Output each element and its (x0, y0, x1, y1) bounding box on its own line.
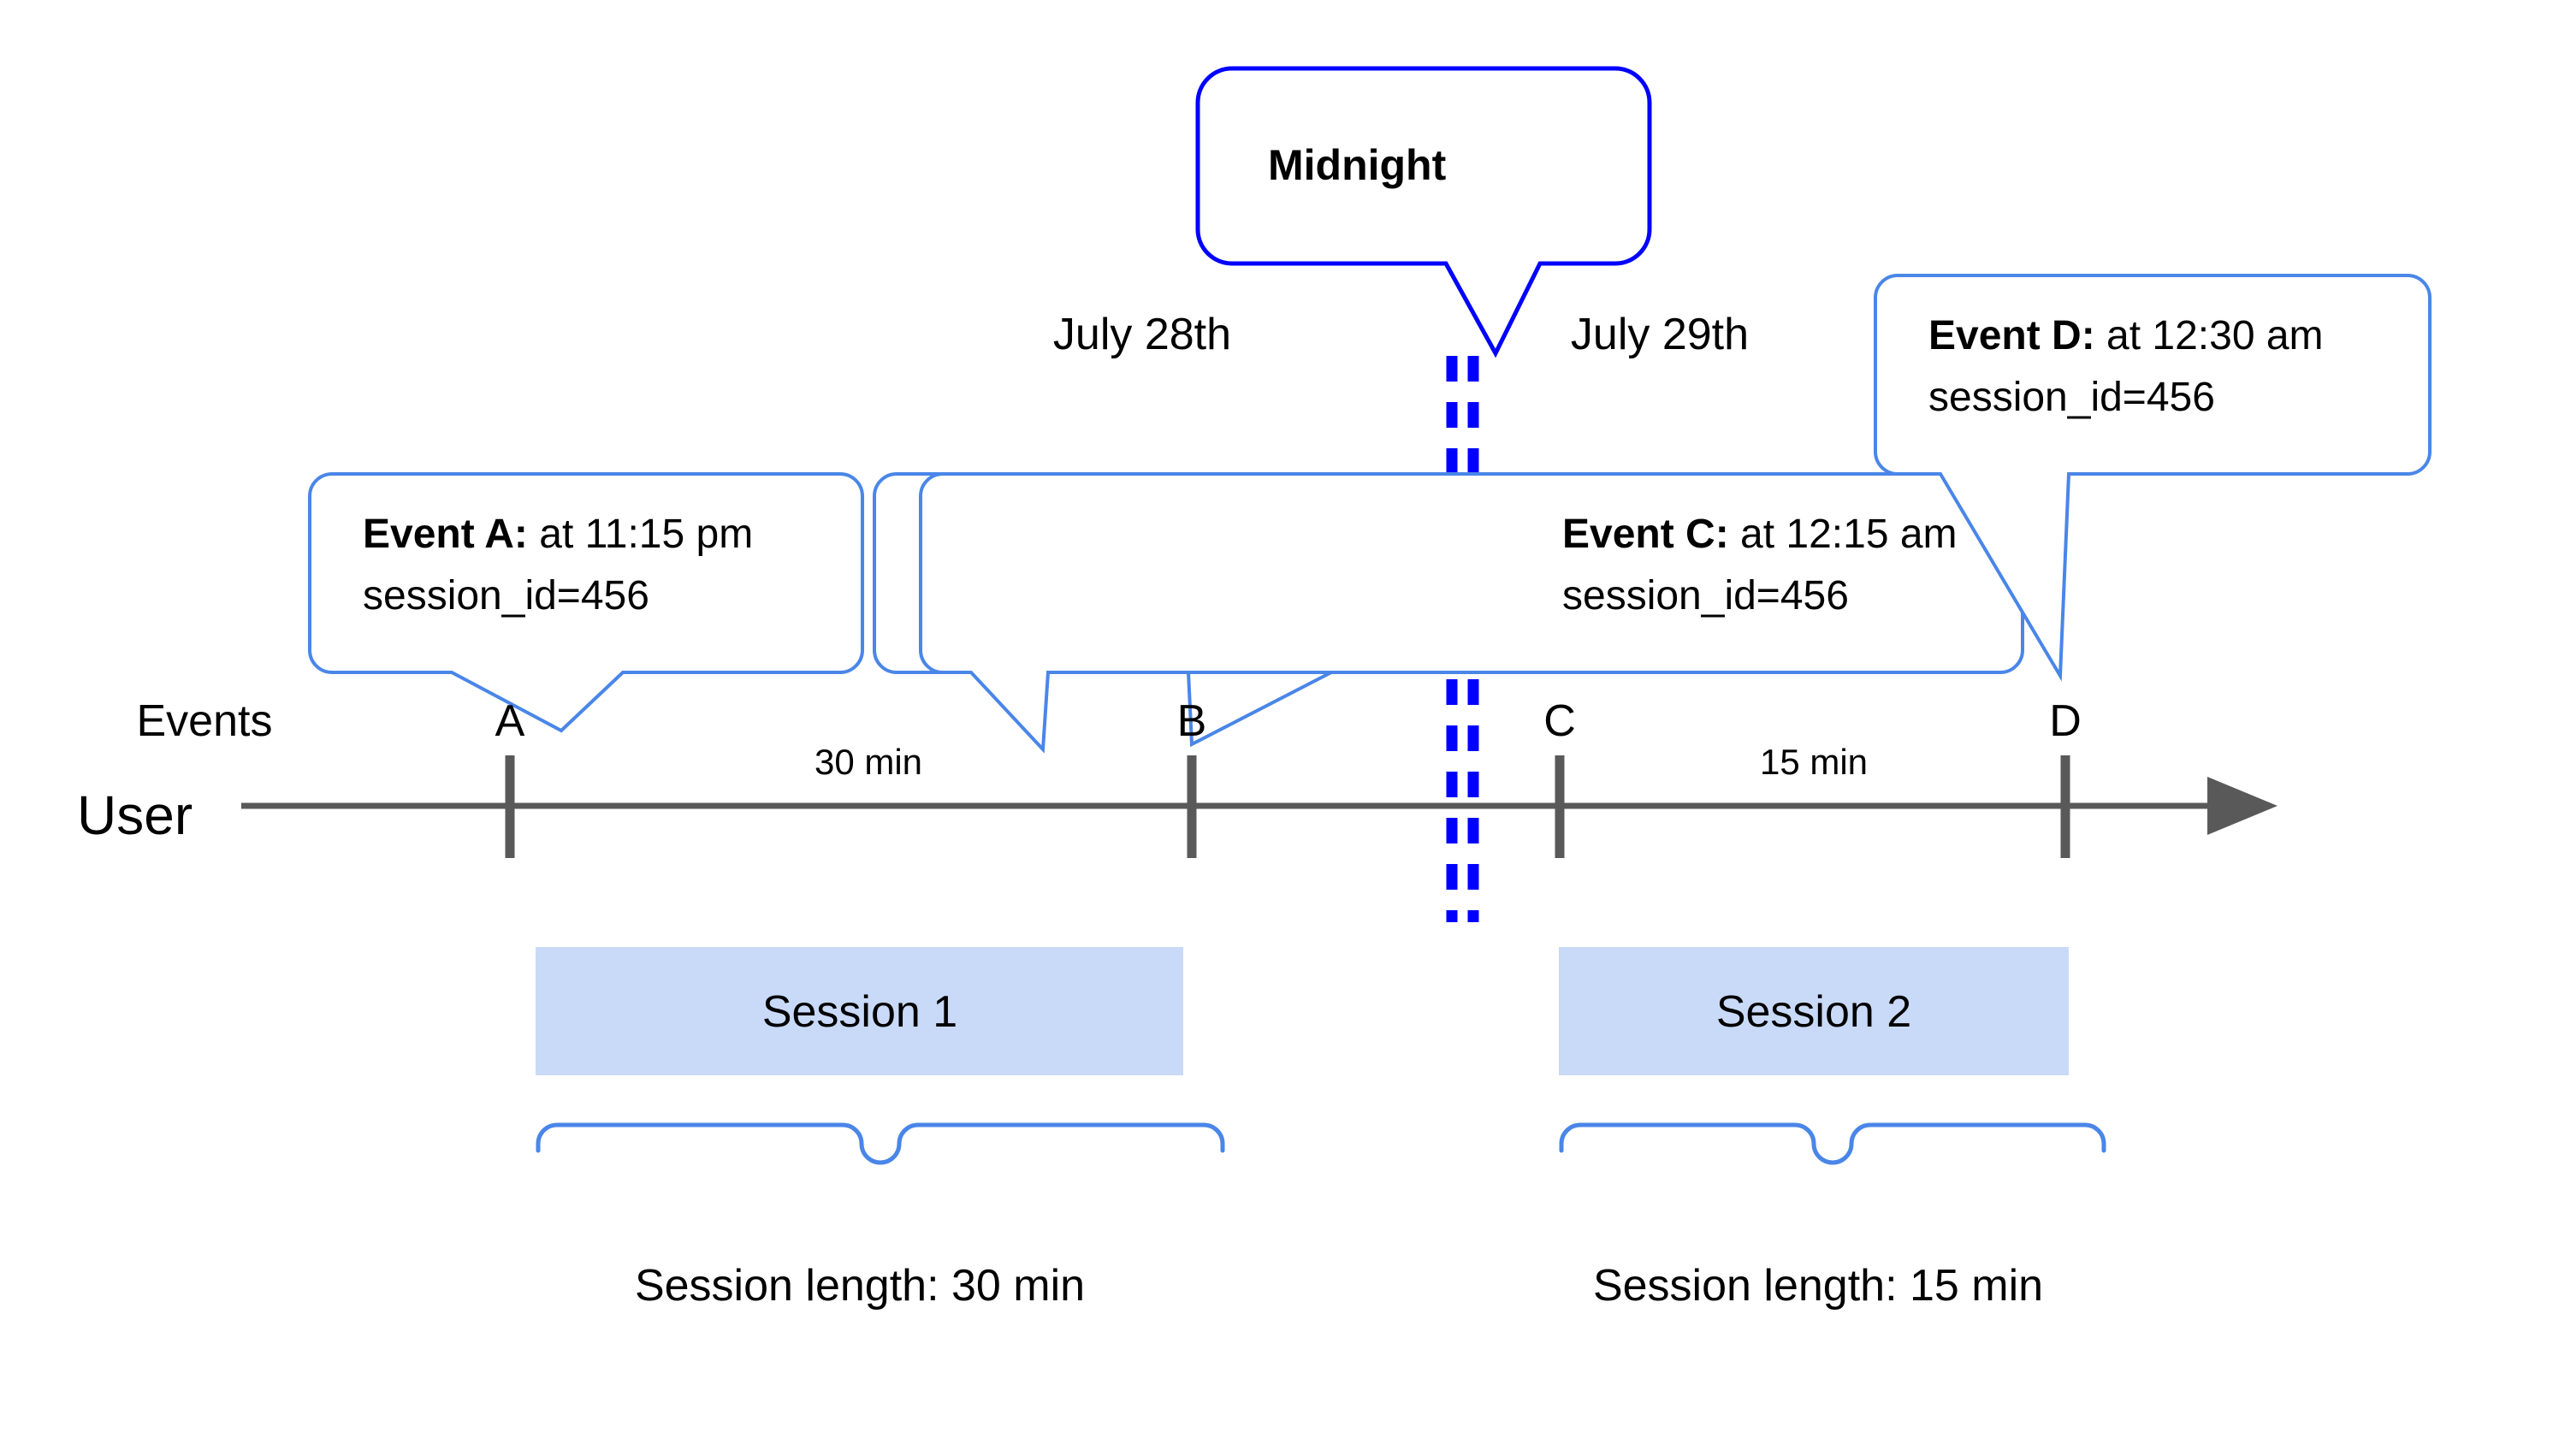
event-c-detail: at 12:15 am (1729, 512, 1958, 557)
event-callout-a-shape (310, 474, 862, 731)
midnight-label: Midnight (1268, 141, 1447, 189)
event-callout-a-border (308, 472, 864, 733)
event-marker-label-b: B (1177, 696, 1207, 746)
midnight-callout-shape (1198, 68, 1650, 353)
event-marker-a: A (495, 696, 525, 858)
date-label-july28: July 28th (1053, 310, 1231, 359)
midnight-callout[interactable]: Midnight (1195, 66, 1652, 358)
midnight-callout-border (1195, 66, 1652, 358)
event-callout-d[interactable]: Event D: at 12:30 am session_id=456 (1874, 274, 2432, 682)
event-callout-d-line1: Event D: at 12:30 am (1928, 313, 2324, 358)
lane-label-user: User (77, 784, 193, 846)
event-callout-d-border (1874, 274, 2432, 682)
gap-label-ab: 30 min (814, 742, 922, 782)
event-a-session-id: session_id=456 (363, 573, 649, 619)
session-length-label-1: Session length: 30 min (635, 1261, 1085, 1311)
event-callout-c-shape (921, 474, 2023, 749)
event-d-session-id: session_id=456 (1928, 375, 2215, 420)
event-a-detail: at 11:15 pm (528, 512, 753, 557)
session-bar-1-rect (536, 947, 1183, 1075)
session-bar-2-label: Session 2 (1716, 987, 1911, 1037)
session-bar-2[interactable]: Session 2 (1559, 947, 2069, 1075)
event-d-title: Event D: (1928, 313, 2095, 358)
event-callout-a-line1: Event A: at 11:15 pm (363, 512, 753, 557)
event-c-session-id: session_id=456 (1562, 573, 1849, 619)
timeline-axis (241, 777, 2278, 835)
event-callout-c-line1: Event C: at 12:15 am (1562, 512, 1958, 557)
event-c-title: Event C: (1562, 512, 1729, 557)
event-marker-d: D (2049, 696, 2082, 858)
event-marker-label-d: D (2049, 696, 2082, 746)
event-callout-a[interactable]: Event A: at 11:15 pm session_id=456 (308, 472, 864, 733)
date-label-july29: July 29th (1571, 310, 1749, 359)
event-marker-label-a: A (495, 696, 525, 746)
timeline-arrow-icon (2207, 777, 2278, 835)
session-bar-1-label: Session 1 (762, 987, 957, 1037)
event-a-title: Event A: (363, 512, 528, 557)
event-marker-label-c: C (1543, 696, 1576, 746)
gap-label-cd: 15 min (1760, 742, 1868, 782)
session-bar-1[interactable]: Session 1 (536, 947, 1183, 1075)
session-brace-1: Session length: 30 min (536, 1122, 1225, 1311)
event-d-detail: at 12:30 am (2095, 313, 2324, 358)
session-length-label-2: Session length: 15 min (1593, 1261, 2043, 1311)
event-callout-c[interactable]: Event C: at 12:15 am session_id=456 (919, 472, 2024, 754)
event-callout-d-shape (1875, 275, 2430, 676)
session-bar-2-rect (1559, 947, 2069, 1075)
event-marker-c: C (1543, 696, 1576, 858)
lane-label-events: Events (137, 696, 273, 746)
session-brace-2: Session length: 15 min (1559, 1122, 2106, 1311)
event-marker-b: B (1177, 696, 1207, 858)
